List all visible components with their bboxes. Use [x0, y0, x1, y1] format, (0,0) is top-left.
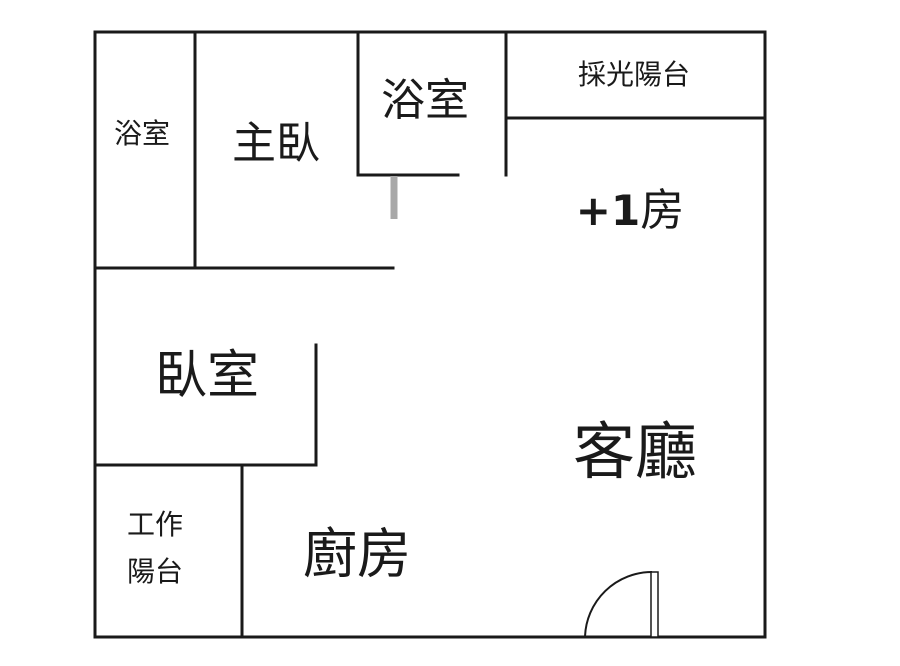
room-label-kitchen: 廚房	[303, 523, 411, 586]
room-label-bathroom-left: 浴室	[114, 117, 170, 150]
room-label-bedroom: 臥室	[155, 346, 259, 406]
room-label-sun-balcony: 採光陽台	[578, 58, 690, 91]
room-label-work-balcony-line1: 工作	[127, 508, 183, 541]
entry-door	[584, 571, 659, 638]
extra-room-suffix: 房	[640, 185, 684, 236]
room-label-living-room: 客廳	[573, 415, 697, 488]
room-label-work-balcony-line2: 陽台	[127, 555, 183, 588]
walls	[93, 30, 767, 639]
door-leaf	[650, 571, 659, 638]
room-label-bathroom-center: 浴室	[381, 75, 469, 126]
outer-wall	[93, 30, 767, 639]
door-swing-arc	[584, 571, 653, 638]
extra-room-prefix: +1	[576, 186, 640, 235]
room-label-master-bedroom: 主臥	[232, 118, 320, 169]
room-label-extra-room: +1房	[576, 185, 684, 236]
